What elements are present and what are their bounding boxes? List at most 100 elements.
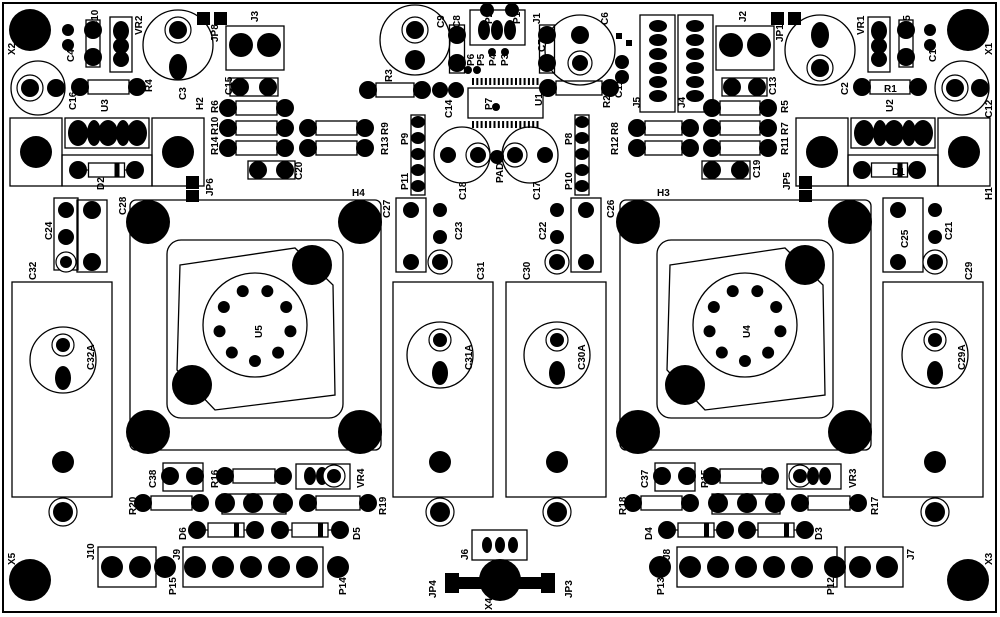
- oval-pad: [649, 20, 667, 32]
- designator-vr3: VR3: [848, 468, 859, 488]
- designator-u2: U2: [885, 99, 896, 112]
- designator-j10: J10: [86, 543, 97, 560]
- socket-outline: [176, 247, 336, 411]
- outline: [448, 24, 466, 74]
- square-pad: [186, 176, 199, 189]
- designator-c37: C37: [640, 469, 651, 488]
- pad: [759, 139, 777, 157]
- designator-c29a: C29A: [957, 344, 968, 370]
- designator-c18: C18: [458, 181, 469, 200]
- pad: [578, 254, 594, 270]
- designator-r20: R20: [128, 496, 139, 515]
- pad: [268, 556, 290, 578]
- designator-r7: R7: [780, 122, 791, 135]
- outline: [410, 114, 426, 196]
- designator-p3: P3: [500, 53, 511, 66]
- pad: [628, 119, 646, 137]
- cathode-band: [114, 163, 120, 177]
- resistor-body: [235, 100, 278, 116]
- pad: [653, 467, 671, 485]
- ic-pin: [523, 78, 526, 85]
- pad: [448, 26, 466, 44]
- outline: [882, 281, 984, 498]
- oval-pad: [113, 21, 129, 41]
- outline: [225, 25, 285, 71]
- designator-c22: C22: [538, 221, 549, 240]
- pad: [71, 78, 89, 96]
- pad: [763, 556, 785, 578]
- outline: [721, 77, 768, 97]
- pad: [928, 230, 942, 244]
- square-pad: [197, 12, 210, 25]
- designator-c15: C15: [224, 76, 235, 95]
- oval-pad: [575, 132, 589, 144]
- oval-pad: [411, 148, 425, 160]
- pad: [924, 39, 936, 51]
- pad: [9, 9, 51, 51]
- pad: [828, 200, 872, 244]
- pad: [490, 150, 504, 164]
- pad: [84, 21, 102, 39]
- pad: [327, 556, 349, 578]
- designator-u5: U5: [254, 325, 265, 338]
- resistor-body: [315, 140, 358, 156]
- pad: [550, 333, 564, 347]
- pad: [747, 33, 771, 57]
- pad: [58, 202, 74, 218]
- pad: [231, 78, 249, 96]
- pad: [828, 410, 872, 454]
- oval-pad: [575, 116, 589, 128]
- pad: [546, 451, 568, 473]
- pad: [429, 451, 451, 473]
- square-pad: [771, 12, 784, 25]
- designator-h2: H2: [195, 97, 206, 110]
- outline: [129, 199, 382, 451]
- designator-r3: R3: [384, 69, 395, 82]
- oval-pad: [482, 537, 492, 553]
- ic-pin: [476, 121, 479, 128]
- pad: [616, 410, 660, 454]
- designator-d1: D1: [892, 167, 905, 178]
- outline: [867, 16, 891, 73]
- resistor-body: [719, 140, 761, 156]
- outline: [9, 117, 63, 187]
- outline: [295, 463, 351, 490]
- pad: [69, 161, 87, 179]
- designator-p2: P2: [484, 11, 495, 24]
- oval-pad: [686, 20, 704, 32]
- pad: [770, 301, 783, 314]
- pad: [703, 139, 721, 157]
- ic-pin: [515, 78, 517, 85]
- pad: [890, 254, 906, 270]
- square-pad: [214, 12, 227, 25]
- ic-pin: [472, 121, 474, 128]
- designator-r4: R4: [144, 79, 155, 92]
- designator-c21: C21: [944, 221, 955, 240]
- pad: [359, 81, 377, 99]
- pad: [501, 48, 509, 56]
- pad: [735, 556, 757, 578]
- ic-pin: [515, 121, 517, 128]
- pad: [703, 325, 716, 338]
- designator-j7: J7: [906, 548, 917, 560]
- cathode-band: [784, 523, 789, 537]
- pad: [84, 48, 102, 66]
- pad: [338, 200, 382, 244]
- pad: [448, 82, 464, 98]
- pad: [909, 78, 927, 96]
- pad: [927, 254, 943, 270]
- oval-pad: [649, 62, 667, 74]
- pad: [225, 346, 238, 359]
- oval-pad: [913, 120, 933, 146]
- designator-d2: D2: [96, 177, 107, 190]
- outline: [844, 546, 904, 588]
- pad: [432, 254, 448, 270]
- pad: [681, 494, 699, 512]
- ic-pin: [523, 121, 526, 128]
- pad: [271, 521, 289, 539]
- pad: [473, 66, 481, 74]
- pad: [928, 203, 942, 217]
- outline: [937, 117, 991, 187]
- oval-pad: [169, 54, 187, 80]
- outline: [574, 114, 590, 196]
